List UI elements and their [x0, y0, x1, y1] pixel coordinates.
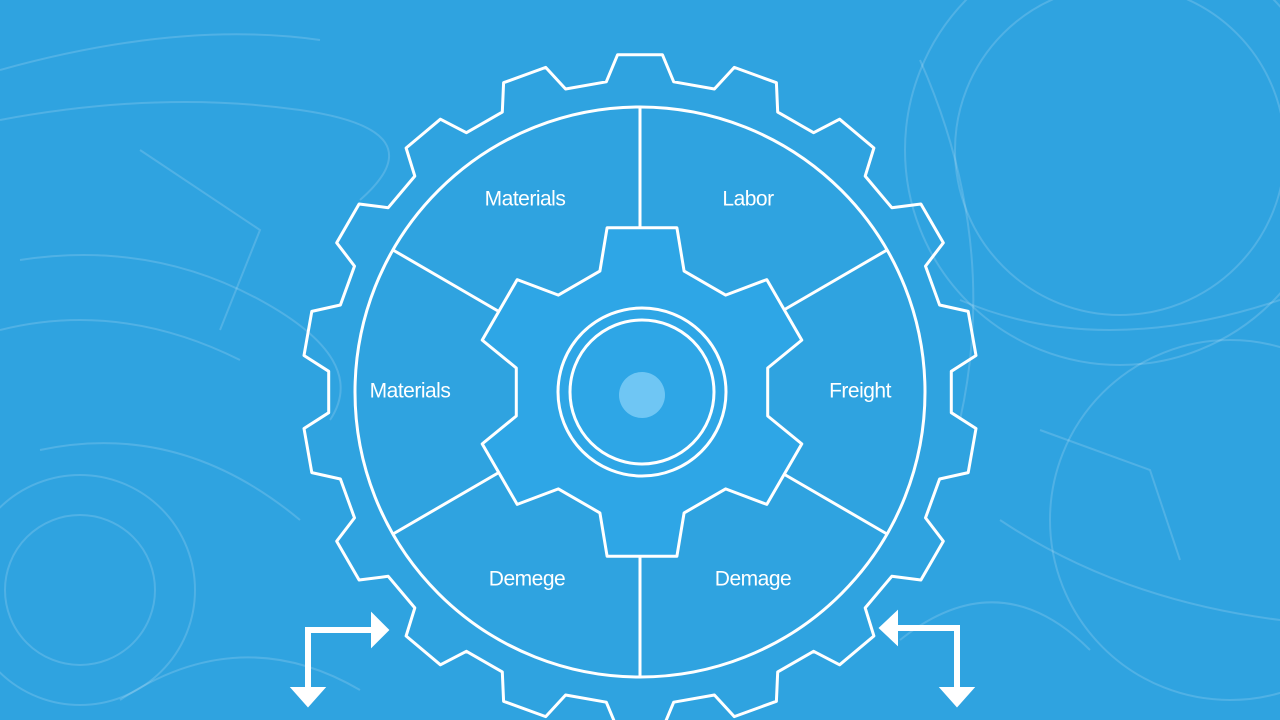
divider-upper-left: [392, 248, 499, 313]
divider-lower-right: [781, 471, 888, 536]
outer-gear-outline: [302, 53, 978, 720]
segment-label-bottom-left: Demege: [489, 568, 565, 591]
segment-label-left: Materials: [370, 380, 451, 403]
corner-arrow-icon: [289, 611, 390, 708]
hub-outer-ring: [556, 306, 728, 478]
segment-label-right: Freight: [829, 380, 892, 403]
divider-upper-right: [781, 248, 888, 313]
segment-label-top-left: Materials: [485, 188, 566, 211]
hub-inner-ring: [568, 318, 716, 466]
segment-label-top-right: Labor: [722, 188, 774, 211]
corner-arrow-icon: [878, 609, 976, 708]
segment-dividers: [392, 107, 888, 677]
center-dot: [619, 372, 665, 418]
divider-lower-left: [392, 471, 499, 536]
segment-label-bottom-right: Demage: [715, 568, 791, 591]
